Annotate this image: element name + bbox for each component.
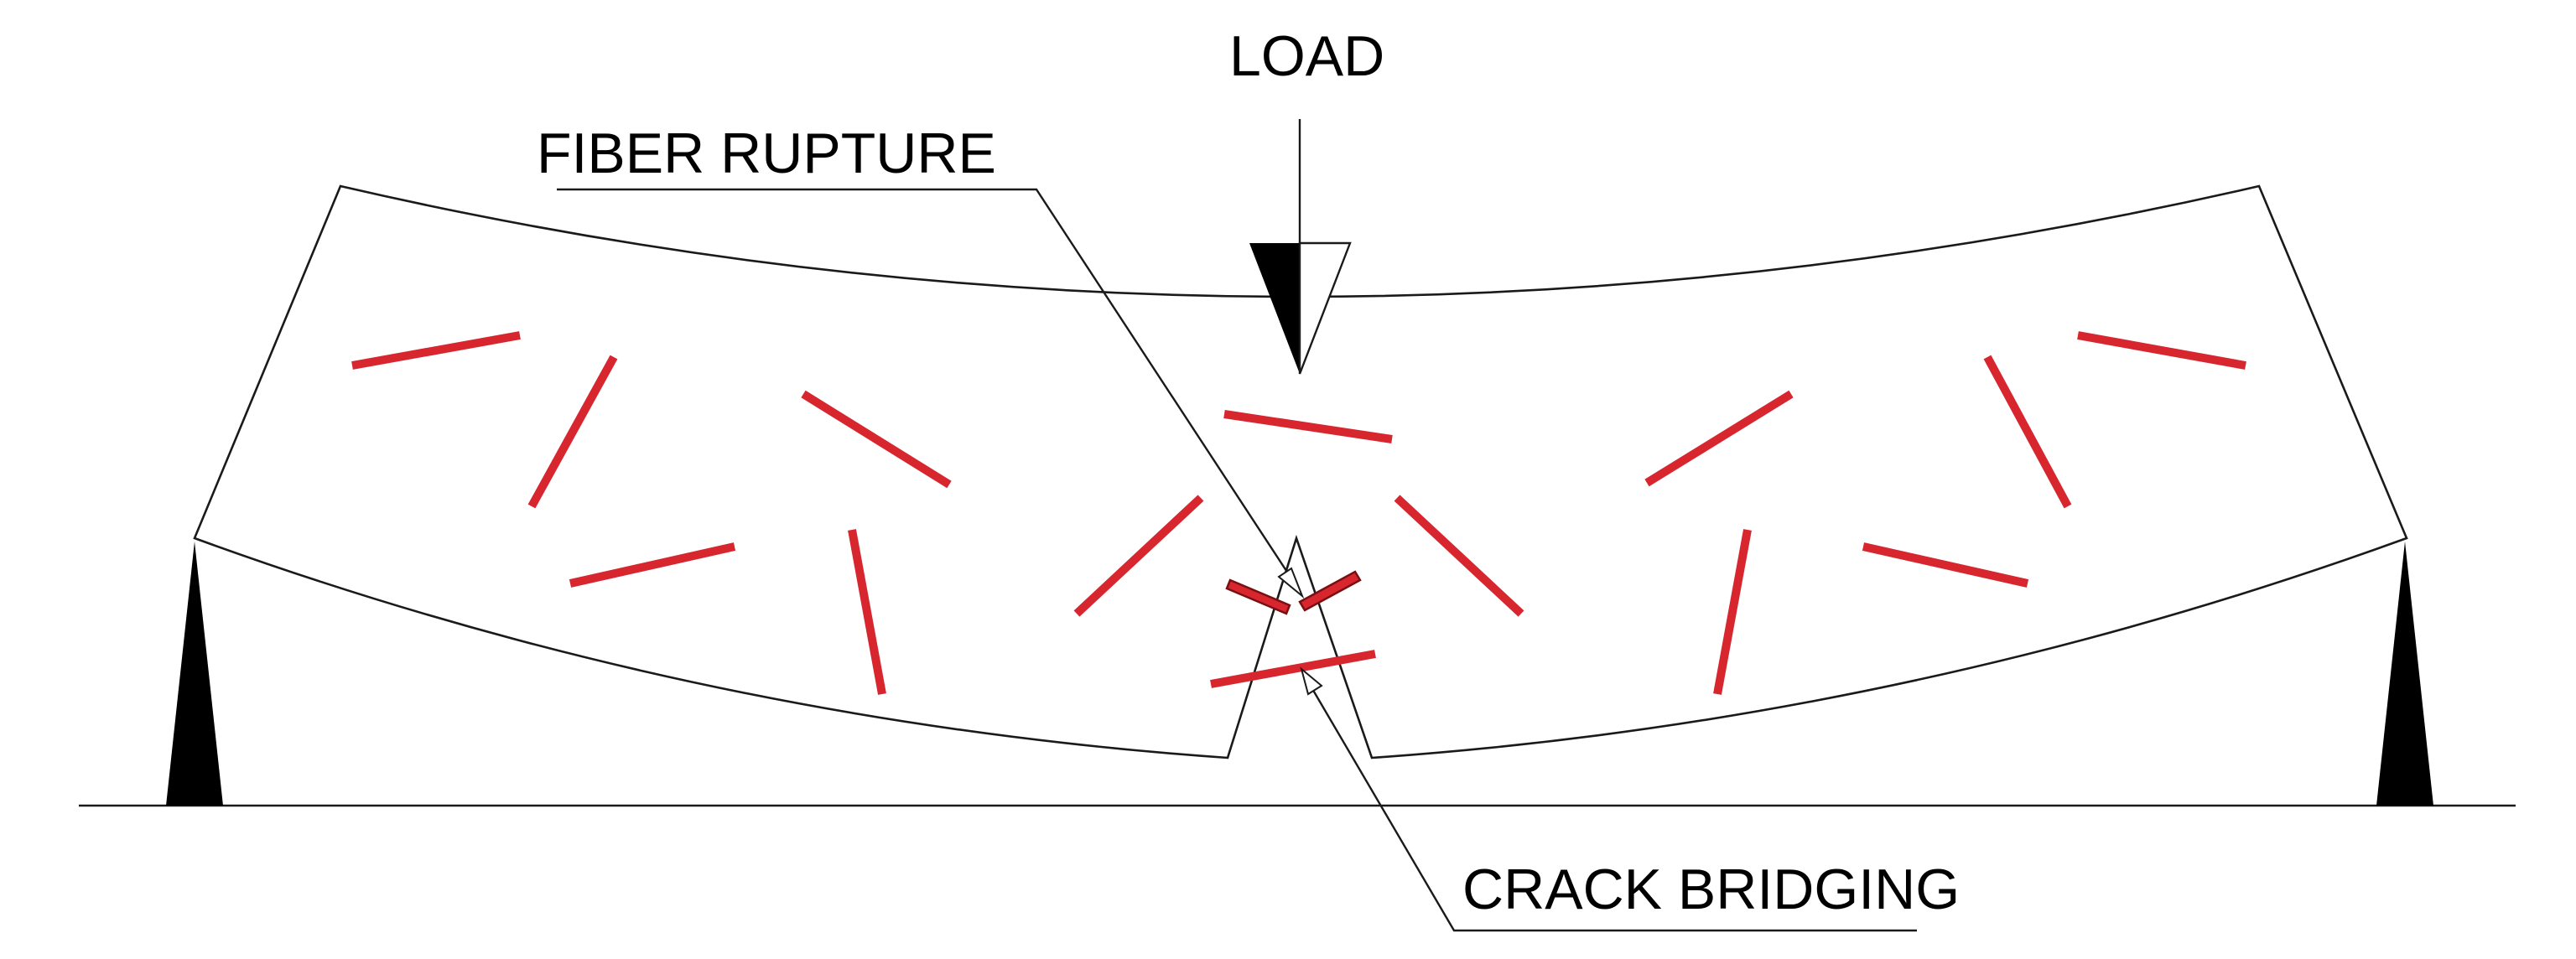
fiber-rupture-leader: [557, 188, 1293, 579]
fiber: [848, 529, 886, 695]
fiber: [1644, 390, 1794, 487]
beam-outline: [193, 184, 2408, 759]
fiber: [801, 390, 952, 489]
load-arrow-filled-half: [1249, 243, 1300, 374]
fiber: [527, 355, 618, 509]
left-support: [166, 542, 223, 806]
crack-bridging-label: CRACK BRIDGING: [1462, 858, 1960, 921]
ruptured-fiber-left: [1225, 578, 1291, 615]
fiber: [1394, 495, 1524, 617]
ruptured-fiber-right: [1298, 570, 1362, 612]
crack-bridging-arrowhead: [1300, 666, 1323, 696]
fiber-rupture-label: FIBER RUPTURE: [537, 122, 996, 185]
fiber: [1983, 355, 2072, 509]
fiber: [1713, 529, 1752, 695]
load-label: LOAD: [1229, 24, 1384, 88]
fiber: [1073, 495, 1204, 617]
fiber: [2077, 331, 2246, 370]
crack-bridging-leader: [1310, 687, 1917, 932]
fiber: [1862, 542, 2029, 588]
fiber: [351, 331, 521, 370]
fiber-rupture-arrowhead: [1277, 567, 1305, 599]
load-arrow-open-half: [1298, 241, 1352, 375]
fiber: [1223, 410, 1393, 443]
right-support: [2376, 542, 2433, 806]
fiber: [569, 542, 736, 588]
fiber-bridging-crack: [1210, 650, 1376, 688]
